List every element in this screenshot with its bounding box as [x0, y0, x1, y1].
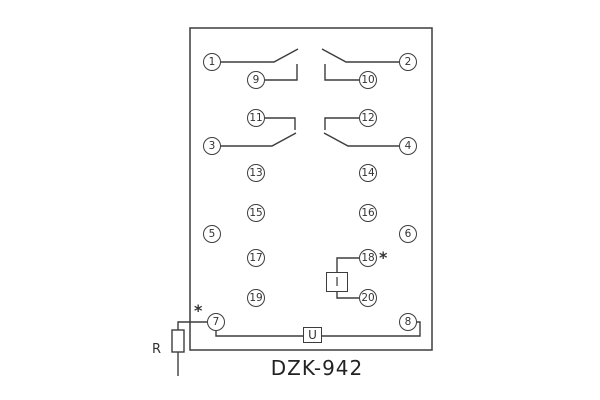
- wire-voltage-coil-to-8: [322, 321, 421, 337]
- contact-blade-3: [221, 132, 297, 147]
- terminal-3: 3: [203, 137, 221, 155]
- wire-7-to-voltage-coil: [215, 331, 303, 337]
- terminal-18: 18: [359, 249, 377, 267]
- contact-blade-1: [221, 48, 299, 63]
- terminal-11: 11: [247, 109, 265, 127]
- contact-stub-9: [265, 64, 298, 81]
- terminal-8: 8: [399, 313, 417, 331]
- polarity-mark-7: *: [194, 301, 203, 320]
- polarity-mark-18: *: [379, 248, 388, 267]
- wire-current-coil-to-20: [336, 292, 359, 299]
- terminal-20: 20: [359, 289, 377, 307]
- terminal-4: 4: [399, 137, 417, 155]
- resistor-label: R: [152, 342, 162, 357]
- contact-blade-2: [321, 48, 399, 63]
- voltage-coil-box: U: [303, 327, 322, 343]
- terminal-13: 13: [247, 164, 265, 182]
- current-coil-box: I: [326, 272, 348, 292]
- wire-18-to-current-coil: [336, 257, 359, 272]
- terminal-19: 19: [247, 289, 265, 307]
- terminal-9: 9: [247, 71, 265, 89]
- contact-stub-10: [324, 64, 359, 81]
- terminal-12: 12: [359, 109, 377, 127]
- terminal-5: 5: [203, 225, 221, 243]
- contact-blade-4: [323, 132, 399, 147]
- terminal-6: 6: [399, 225, 417, 243]
- wire-7-to-resistor: [177, 321, 207, 330]
- terminal-10: 10: [359, 71, 377, 89]
- model-title: DZK-942: [270, 356, 364, 380]
- terminal-1: 1: [203, 53, 221, 71]
- relay-case-outline: [189, 27, 433, 351]
- contact-stub-11: [265, 117, 296, 130]
- terminal-14: 14: [359, 164, 377, 182]
- terminal-17: 17: [247, 249, 265, 267]
- terminal-16: 16: [359, 204, 377, 222]
- contact-stub-12: [324, 117, 359, 130]
- terminal-2: 2: [399, 53, 417, 71]
- terminal-7: 7: [207, 313, 225, 331]
- terminal-15: 15: [247, 204, 265, 222]
- resistor-symbol: [171, 329, 185, 353]
